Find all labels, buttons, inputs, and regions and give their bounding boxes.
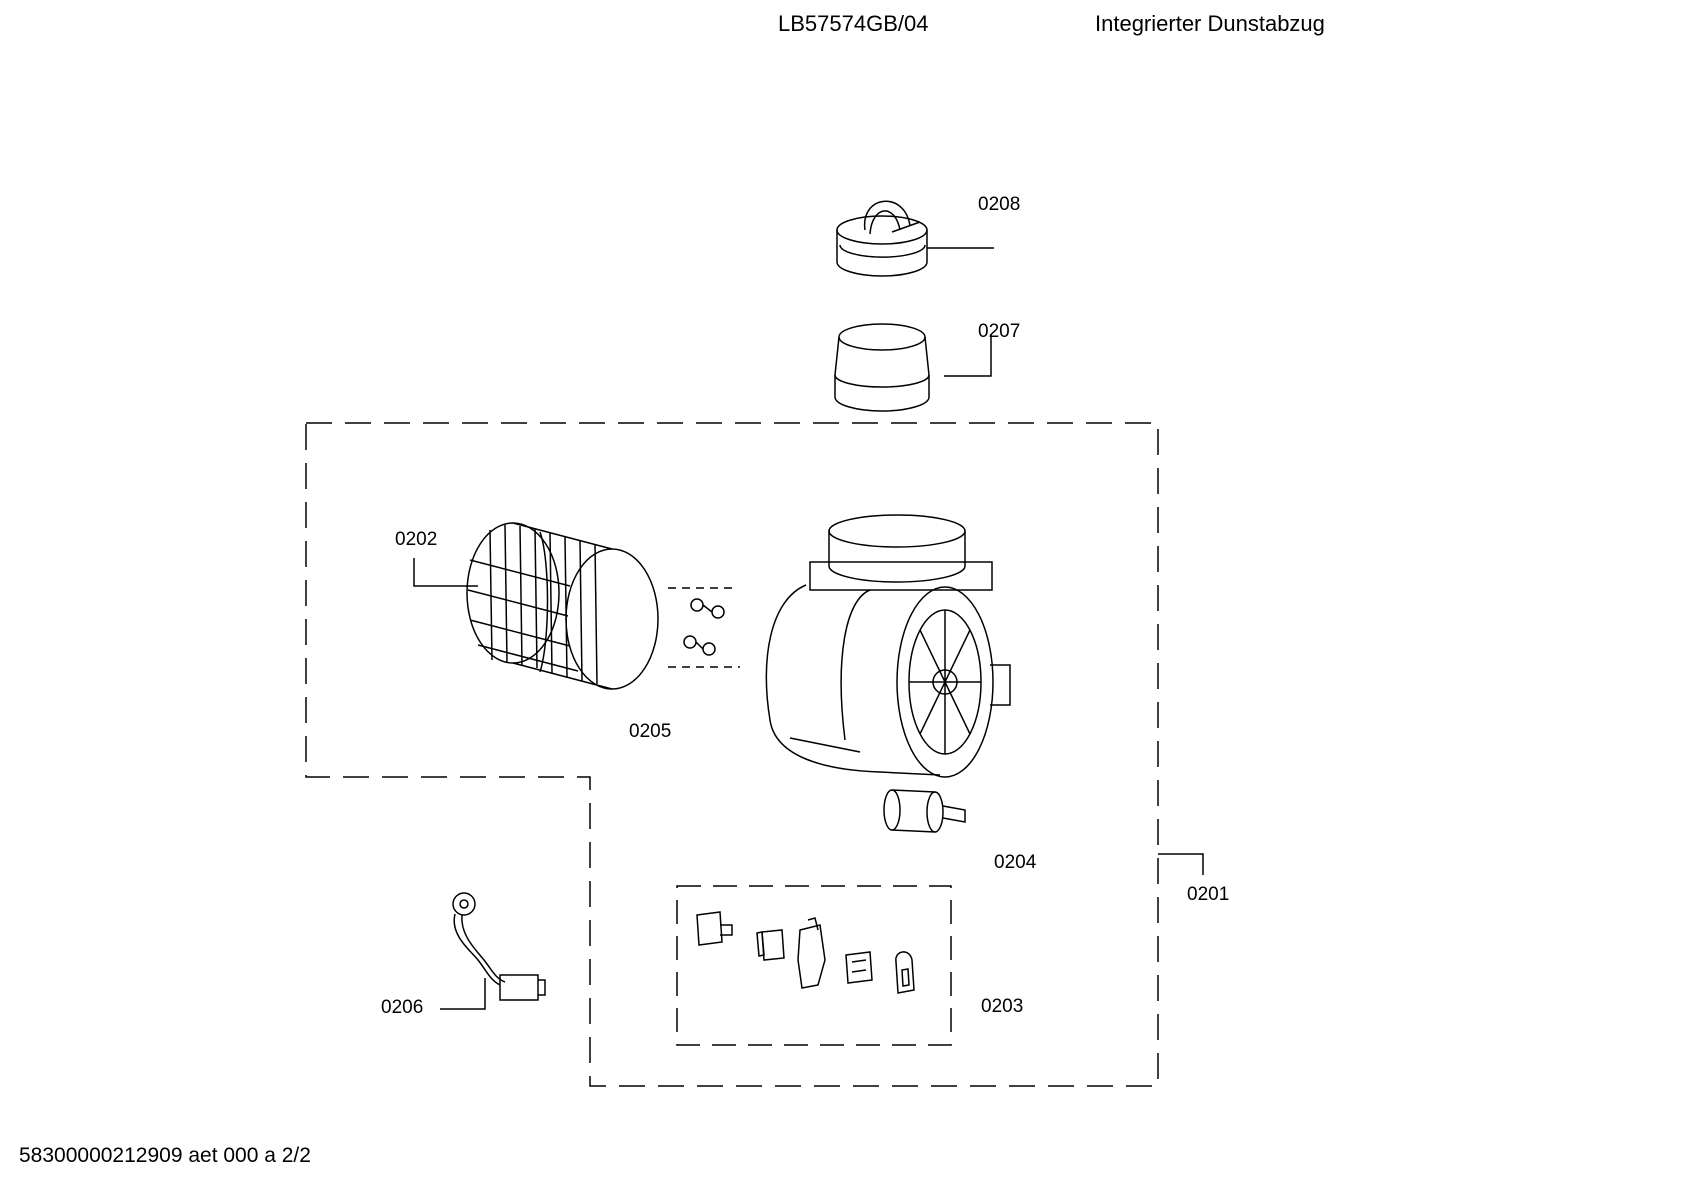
part-label-0204: 0204 [994, 852, 1037, 873]
part-label-0208: 0207 [978, 321, 1021, 342]
part-label-0201: 0201 [1187, 884, 1230, 905]
group-boundary-0201 [305, 422, 1159, 1087]
leader-0206 [440, 978, 486, 1010]
part-label-0206: 0206 [381, 997, 424, 1018]
diagram-description: Integrierter Dunstabzug [1095, 11, 1325, 36]
group-boundary-0203 [676, 885, 952, 1046]
leader-0208 [944, 334, 992, 377]
backflow-flap-drawing [836, 200, 928, 277]
leader-0201 [1158, 853, 1204, 875]
fan-wheel-drawing [466, 522, 659, 690]
part-label-0202: 0202 [395, 529, 438, 550]
part-label-0203: 0203 [981, 996, 1024, 1017]
part-label-0207: 0208 [978, 194, 1021, 215]
model-number: LB57574GB/04 [778, 11, 929, 36]
document-code: 58300000212909 aet 000 a 2/2 [19, 1144, 311, 1167]
capacitor-drawing [883, 789, 966, 833]
connectors-drawing [696, 911, 915, 994]
part-label-0205: 0205 [629, 721, 672, 742]
blower-housing-drawing [765, 514, 1011, 778]
outlet-ring-drawing [834, 323, 930, 412]
leader-0202 [413, 558, 478, 587]
cable-drawing [452, 892, 546, 1001]
screws-drawing [668, 587, 740, 668]
